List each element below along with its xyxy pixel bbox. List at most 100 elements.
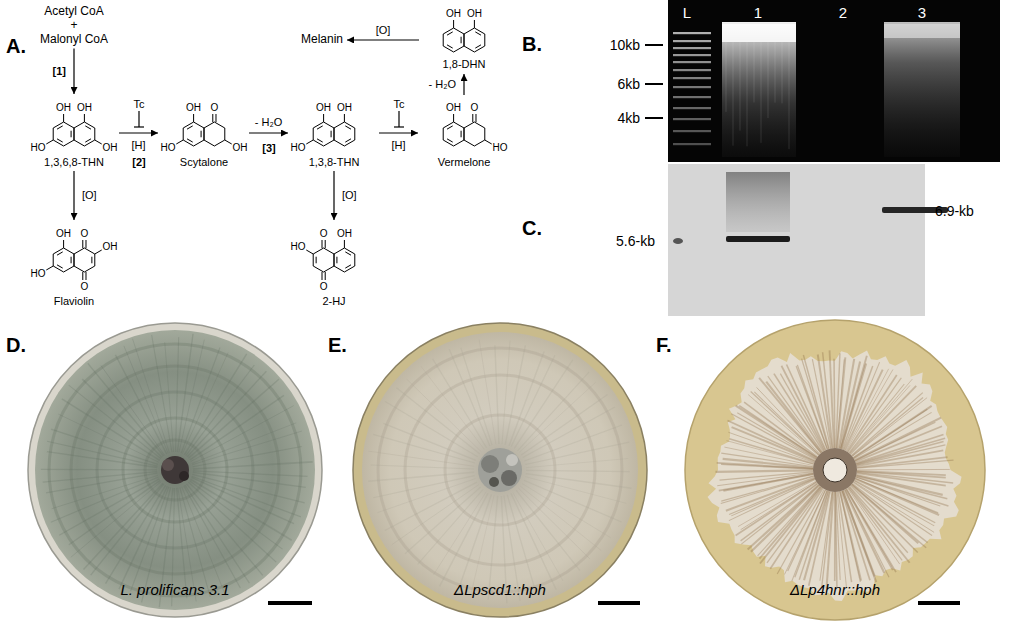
ring-bond bbox=[53, 248, 74, 272]
mycelium-streak bbox=[856, 438, 945, 464]
chemical-structure bbox=[306, 114, 354, 146]
smear-streak bbox=[754, 40, 755, 102]
atom-label: OH bbox=[316, 102, 331, 114]
ladder-band bbox=[673, 77, 711, 79]
chemical-structure bbox=[443, 20, 485, 52]
mycelium-streak bbox=[383, 423, 475, 460]
atom-label: HO bbox=[291, 241, 306, 253]
ladder-band bbox=[673, 69, 711, 71]
petri-plate bbox=[28, 323, 322, 617]
mycelium-streak bbox=[407, 379, 482, 452]
ladder-band bbox=[673, 86, 711, 88]
substituent-bond bbox=[475, 114, 476, 122]
double-bond bbox=[345, 126, 351, 129]
inhibitor-name: Tc bbox=[394, 98, 405, 111]
mycelium-streak bbox=[124, 346, 168, 454]
mycelium-streak bbox=[721, 476, 814, 503]
mycelium-streak bbox=[373, 476, 474, 498]
substituent-bond bbox=[212, 114, 213, 122]
mycelium-streak bbox=[185, 485, 250, 583]
mycelium-streak bbox=[845, 490, 889, 578]
size-marker: 4kb bbox=[617, 110, 640, 126]
mycelium-streak bbox=[525, 442, 629, 464]
double-bond bbox=[85, 139, 91, 142]
inhibitor-symbol bbox=[398, 111, 399, 127]
double-bond bbox=[475, 45, 481, 48]
gel-image bbox=[722, 24, 796, 42]
double-bond bbox=[91, 257, 92, 264]
substituent-bond bbox=[85, 240, 86, 248]
inhibitor-symbol bbox=[138, 111, 139, 127]
compound-structure: OHOHOOHScytalone bbox=[160, 96, 248, 170]
mycelium-streak bbox=[526, 470, 630, 471]
mycelium-streak bbox=[729, 479, 815, 520]
mycelium-streak bbox=[192, 431, 302, 465]
compound-structure: OHOHOVermelone bbox=[420, 96, 508, 170]
mycelium-streak bbox=[849, 487, 910, 563]
size-tick bbox=[645, 45, 663, 118]
mycelium-streak bbox=[182, 487, 226, 595]
edge-label: - H₂O bbox=[428, 78, 458, 91]
ladder-band bbox=[673, 40, 711, 42]
double-bond bbox=[461, 131, 462, 138]
ring-bond bbox=[183, 122, 204, 146]
atom-label: HO bbox=[31, 142, 46, 154]
scale-bar bbox=[268, 601, 960, 605]
ring-bond bbox=[464, 28, 485, 52]
petri-plate bbox=[685, 320, 985, 620]
substituent-bond bbox=[306, 140, 313, 144]
mycelium-streak bbox=[133, 339, 170, 453]
atom-label: HO bbox=[492, 142, 507, 154]
double-bond bbox=[187, 126, 193, 129]
mycelium-streak bbox=[830, 350, 834, 448]
colony-center bbox=[823, 458, 847, 482]
colony-center bbox=[506, 454, 518, 466]
double-bond bbox=[345, 252, 351, 255]
ladder-band bbox=[673, 32, 711, 34]
edge-label: [H] bbox=[390, 139, 406, 152]
atom-label: O bbox=[471, 102, 479, 114]
substituent-bond bbox=[453, 114, 454, 122]
double-bond bbox=[201, 131, 202, 138]
mycelium-streak bbox=[405, 487, 481, 554]
ring-bond bbox=[313, 122, 334, 146]
ring-bond bbox=[74, 248, 95, 272]
double-bond bbox=[461, 37, 462, 44]
mycelium-streak bbox=[52, 475, 158, 508]
compound-name: Vermelone bbox=[438, 156, 491, 169]
double-bond bbox=[447, 32, 453, 35]
double-bond bbox=[345, 139, 351, 142]
substituent-bond bbox=[82, 272, 83, 280]
southern-blot bbox=[668, 164, 948, 316]
mycelium-streak bbox=[165, 342, 174, 452]
colony-center bbox=[501, 470, 517, 486]
panel-letter: D. bbox=[6, 334, 26, 357]
substituent-bond bbox=[225, 140, 232, 144]
mycelium-streak bbox=[511, 494, 556, 590]
mycelium-streak bbox=[418, 490, 483, 565]
mycelium-streak bbox=[392, 485, 479, 545]
smear-streak bbox=[768, 40, 769, 118]
atom-label: OH bbox=[186, 102, 201, 114]
ring-bond bbox=[74, 122, 95, 146]
double-bond bbox=[85, 126, 91, 129]
mycelium-streak bbox=[51, 429, 158, 464]
mycelium-streak bbox=[479, 340, 496, 445]
mycelium-streak bbox=[842, 491, 870, 580]
atom-label: HO bbox=[161, 142, 176, 154]
substituent-bond bbox=[325, 240, 326, 248]
mycelium-streak bbox=[856, 475, 947, 498]
lane-label: 2 bbox=[839, 4, 847, 21]
compound-name: Malonyl CoA bbox=[40, 33, 108, 47]
mycelium-streak bbox=[509, 352, 544, 446]
mycelium-streak bbox=[843, 491, 877, 582]
mycelium-streak bbox=[857, 450, 944, 466]
ladder-band bbox=[673, 54, 711, 56]
atom-label: OH bbox=[337, 102, 352, 114]
mycelium-streak bbox=[738, 481, 816, 526]
ring-bond bbox=[443, 28, 464, 52]
mycelium-streak bbox=[188, 482, 276, 562]
lane-label: 1 bbox=[754, 4, 762, 21]
